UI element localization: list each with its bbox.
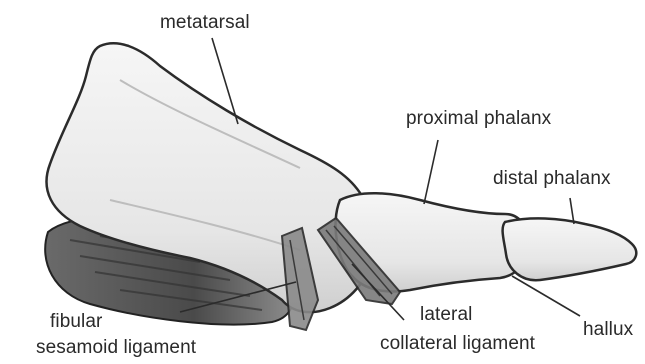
distal-phalanx-bone-shape	[503, 218, 637, 280]
hallux-label: hallux	[583, 319, 633, 341]
fibular-label-line2: sesamoid ligament	[36, 337, 196, 359]
fibular-label-line1: fibular	[50, 311, 102, 333]
proximal-phalanx-leader	[424, 140, 438, 204]
distal-phalanx-label: distal phalanx	[493, 168, 611, 190]
lateral-label-line1: lateral	[420, 304, 472, 326]
lateral-label-line2: collateral ligament	[380, 333, 535, 355]
proximal-phalanx-label: proximal phalanx	[406, 108, 551, 130]
hallux-leader	[512, 276, 580, 316]
metatarsal-label: metatarsal	[160, 12, 250, 34]
